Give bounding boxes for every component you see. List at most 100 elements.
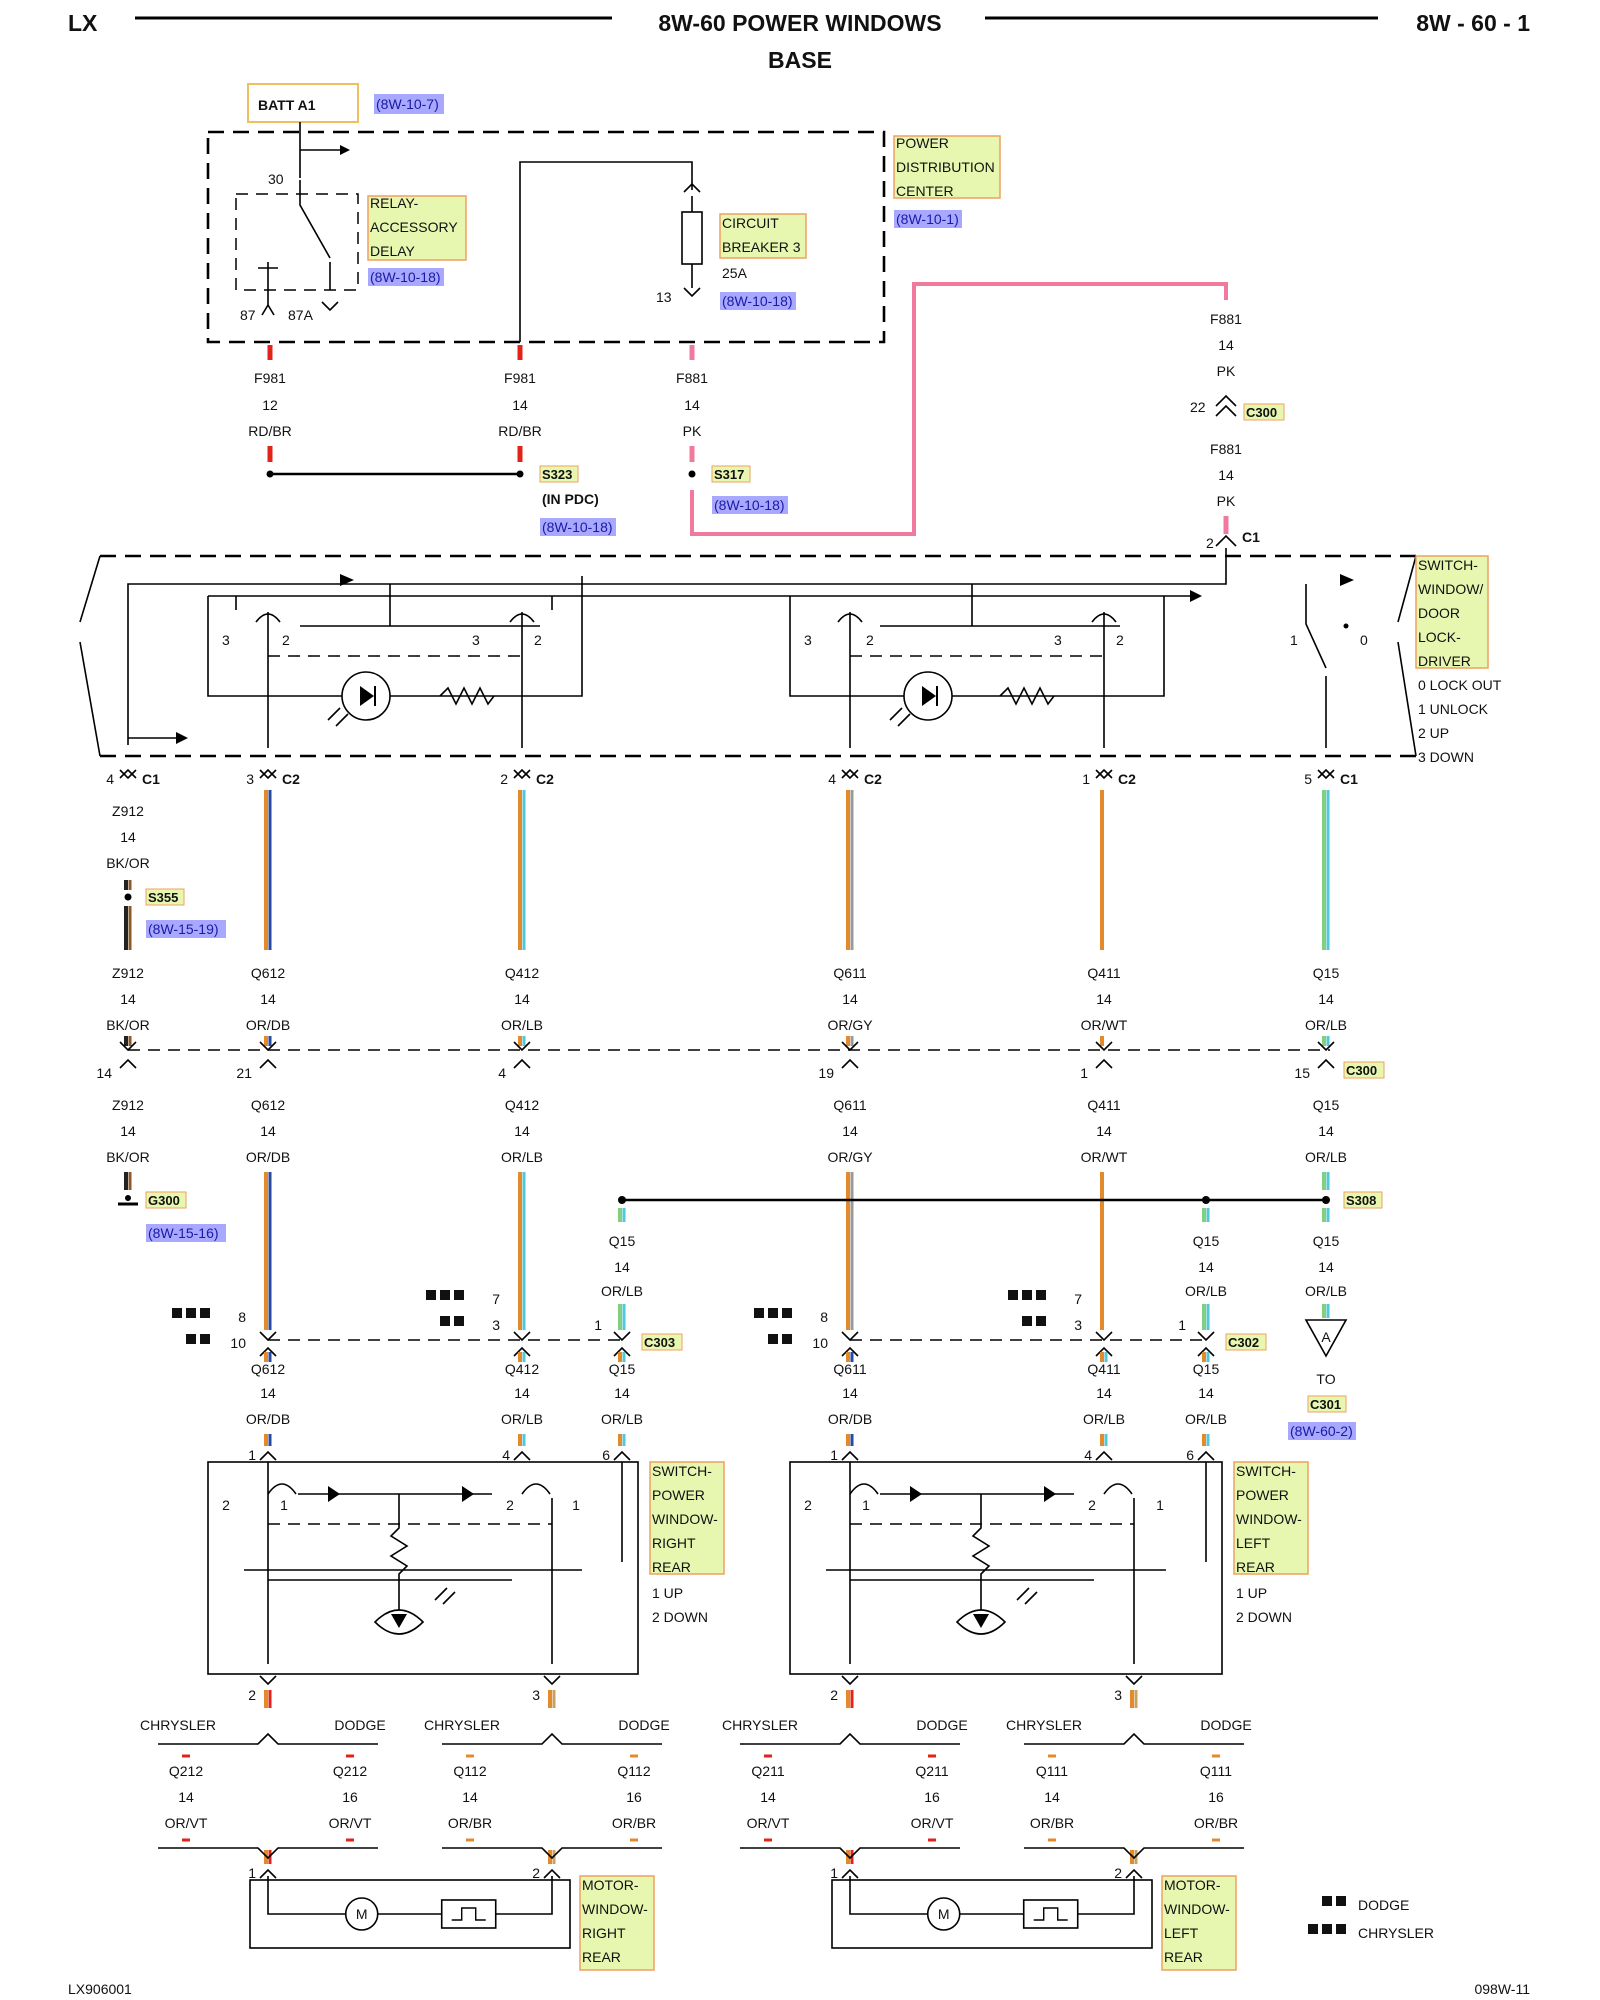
right_rear-pin-in-2: 6 [602,1447,610,1463]
lr-a-chrysler: CHRYSLER [722,1717,798,1733]
rr-b-c-gauge: 14 [462,1789,478,1805]
right_rear-in-color-2: OR/LB [601,1411,643,1427]
left_rear-label-3: LEFT [1236,1535,1271,1551]
breaker-pin: 13 [656,289,672,305]
left_rear-in-color-2: OR/LB [1185,1411,1227,1427]
c302-pin-8: 8 [820,1309,828,1325]
pdc-ref: (8W-10-1) [896,211,959,227]
svg-text:F881: F881 [676,370,708,386]
right_rear-motor-m: M [356,1906,368,1922]
lr-a-c-gauge: 14 [760,1789,776,1805]
lower-wire-name-4: Q411 [1087,1097,1120,1113]
right_rear-pin-out-1: 3 [532,1687,540,1703]
legend-chrysler: CHRYSLER [1358,1925,1434,1941]
c300-pin-2: 4 [498,1065,506,1081]
right_rear-pos-r2: 2 [506,1497,514,1513]
header-left: LX [68,10,98,36]
left_rear-motor-m: M [938,1906,950,1922]
lr-b-d-color: OR/BR [1194,1815,1238,1831]
c302-pin-1: 1 [1178,1317,1186,1333]
connector-c300-top: C300 [1246,405,1277,420]
c300-pin-5: 15 [1294,1065,1310,1081]
driver-conn-4: C2 [1118,771,1136,787]
left_rear-pin-in-1: 4 [1084,1447,1092,1463]
breaker-amp: 25A [722,265,748,281]
left_rear-motor-pin-0: 1 [830,1865,838,1881]
upper-wire-name-4: Q411 [1087,965,1120,981]
upper-wire-gauge-3: 14 [842,991,858,1007]
upper-wire-gauge-5: 14 [1318,991,1334,1007]
batt-box [247,83,359,123]
wire-label-f981-14: F981 14 RD/BR [498,370,542,439]
q15-branch-color-2: OR/LB [1305,1283,1347,1299]
left_rear-legend-1: 2 DOWN [1236,1609,1292,1625]
driver-legend-0: 0 LOCK OUT [1418,677,1502,693]
right_rear-in-color-0: OR/DB [246,1411,290,1427]
lr-b-c-color: OR/BR [1030,1815,1074,1831]
splice-s308: S308 [1346,1193,1376,1208]
left_rear-in-name-2: Q15 [1193,1361,1220,1377]
q15-branch-gauge-0: 14 [614,1259,630,1275]
c300-pin-0: 14 [96,1065,112,1081]
upper-wire-color-4: OR/WT [1081,1017,1128,1033]
upper-wire-name-5: Q15 [1313,965,1340,981]
rr-b-d-name: Q112 [617,1763,650,1779]
c303-pin-7: 7 [492,1291,500,1307]
upper-wire-gauge-1: 14 [260,991,276,1007]
lower-wire-name-3: Q611 [833,1097,866,1113]
upper-wire-color-2: OR/LB [501,1017,543,1033]
left_rear-in-color-0: OR/DB [828,1411,872,1427]
connector-c302: C302 [1228,1335,1259,1350]
lr-b-chrysler: CHRYSLER [1006,1717,1082,1733]
right_rear-in-name-0: Q612 [251,1361,285,1377]
batt-label: BATT A1 [258,97,316,113]
rr-b-c-color: OR/BR [448,1815,492,1831]
left_rear-pin-out-1: 3 [1114,1687,1122,1703]
upper-wire-color-1: OR/DB [246,1017,290,1033]
right_rear-pin-out-0: 2 [248,1687,256,1703]
rr-a-c-color: OR/VT [165,1815,208,1831]
relay-label-1: RELAY- [370,195,419,211]
svg-text:14: 14 [120,829,136,845]
wire-label-z912-top: Z912 14 BK/OR [106,803,150,871]
left_rear-pos-r2: 2 [1088,1497,1096,1513]
right_rear-label-0: SWITCH- [652,1463,712,1479]
right_rear-legend-0: 1 UP [652,1585,683,1601]
driver-conn-3: C2 [864,771,882,787]
svg-text:Z912: Z912 [112,803,144,819]
c302-pin-10: 10 [812,1335,828,1351]
svg-text:PK: PK [1217,493,1236,509]
right_rear-in-gauge-1: 14 [514,1385,530,1401]
left_rear-in-name-0: Q611 [833,1361,866,1377]
rr-b-d-color: OR/BR [612,1815,656,1831]
lr-b-d-name: Q111 [1200,1763,1232,1779]
rr-a-dodge: DODGE [334,1717,385,1733]
ground-g300-ref: (8W-15-16) [148,1225,219,1241]
lower-wire-gauge-1: 14 [260,1123,276,1139]
c300-pin-4: 1 [1080,1065,1088,1081]
splice-s355: S355 [148,890,178,905]
lower-wire-gauge-5: 14 [1318,1123,1334,1139]
right_rear-motor-label-1: WINDOW- [582,1901,648,1917]
q15-branch-gauge-2: 14 [1318,1259,1334,1275]
q15-branch-gauge-1: 14 [1198,1259,1214,1275]
driver-conn-5: C1 [1340,771,1358,787]
lower-wire-color-2: OR/LB [501,1149,543,1165]
relay-label-3: DELAY [370,243,416,259]
brand-legend: DODGE CHRYSLER [1308,1896,1434,1941]
right_rear-in-name-1: Q412 [505,1361,539,1377]
driver-pin-4: 1 [1082,771,1090,787]
left_rear-motor-pin-1: 2 [1114,1865,1122,1881]
wire-label-f981-12: F981 12 RD/BR [248,370,292,439]
relay-pin-87: 87 [240,307,256,323]
left_rear-label-1: POWER [1236,1487,1289,1503]
driver-pin-0: 4 [106,771,114,787]
svg-text:RD/BR: RD/BR [248,423,292,439]
lr-a-d-gauge: 16 [924,1789,940,1805]
lr-a-d-name: Q211 [915,1763,948,1779]
left_rear-motor-label-2: LEFT [1164,1925,1199,1941]
footer-right: 098W-11 [1474,1981,1530,1997]
